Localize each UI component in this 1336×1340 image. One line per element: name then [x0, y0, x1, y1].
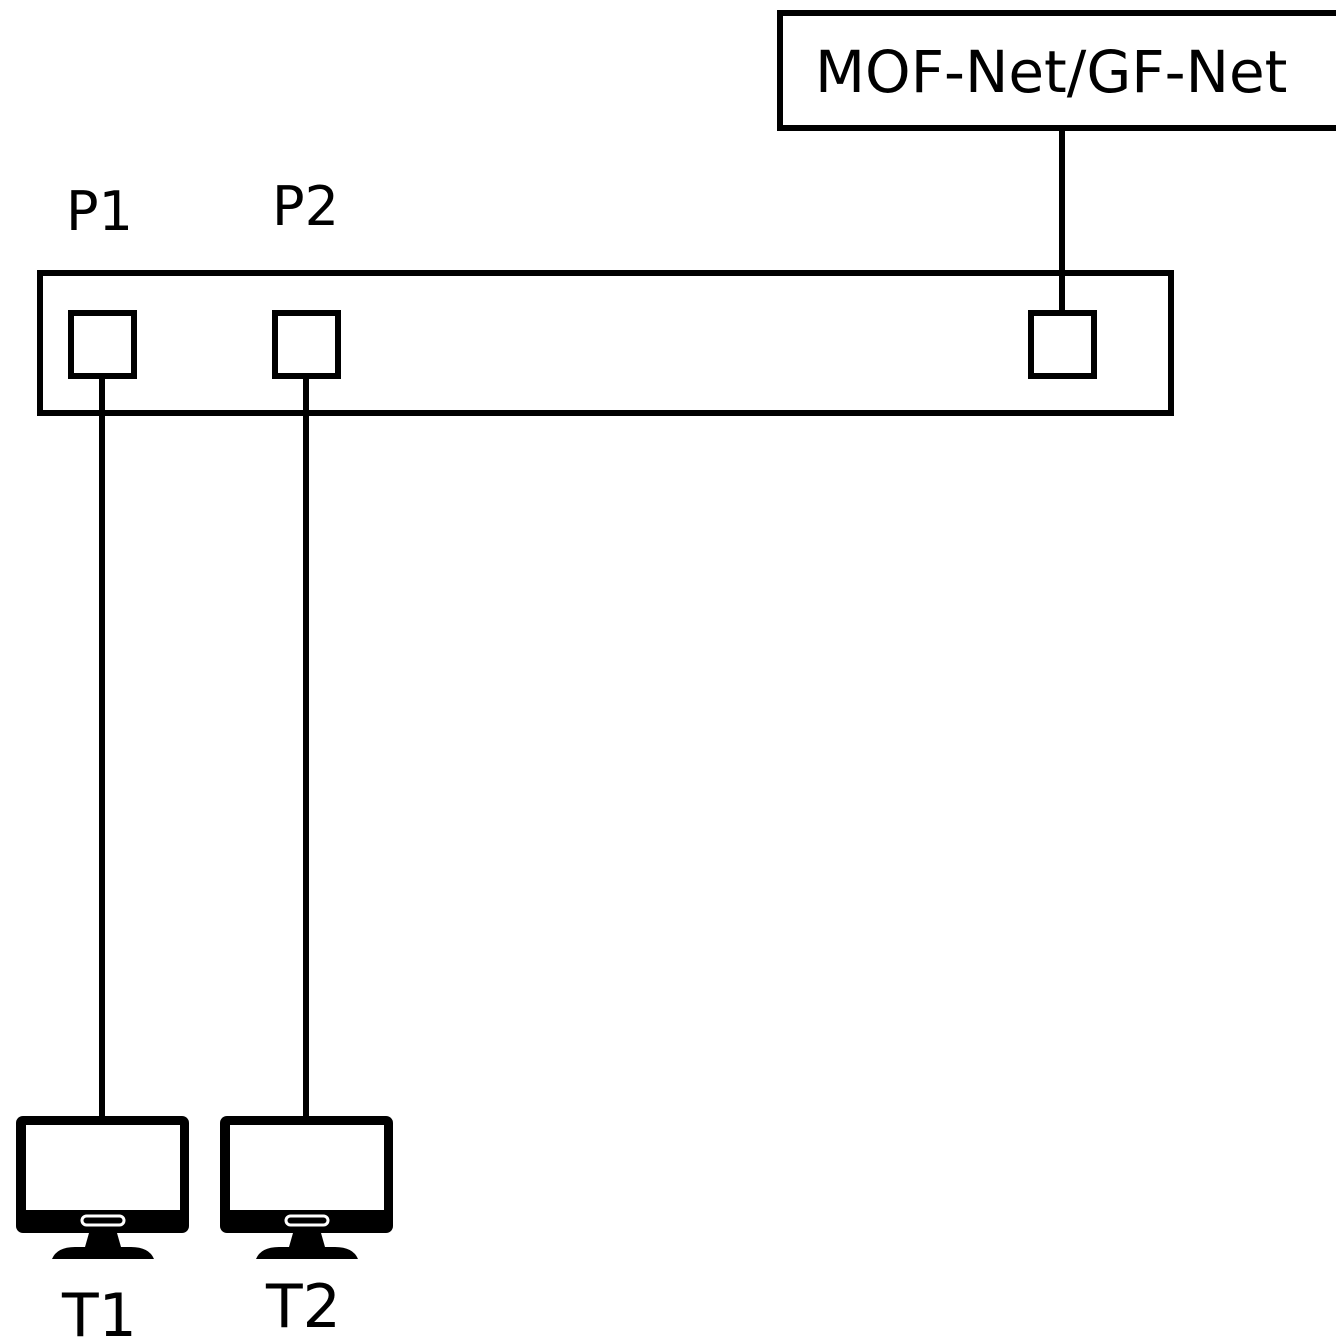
- switch-panel: [37, 270, 1174, 416]
- terminal-label-t2: T2: [265, 1272, 341, 1340]
- network-node: MOF-Net/GF-Net: [777, 10, 1336, 131]
- port-label-p1: P1: [66, 180, 133, 243]
- monitor-icon: [220, 1116, 393, 1259]
- network-box: [777, 10, 1336, 131]
- monitor-icon: [16, 1116, 189, 1259]
- terminal-label-t1: T1: [61, 1281, 137, 1340]
- port-label-p2: P2: [272, 175, 339, 238]
- network-label: MOF-Net/GF-Net: [815, 38, 1287, 106]
- port-p1: [68, 310, 137, 379]
- port-uplink: [1028, 310, 1097, 379]
- port-p2: [272, 310, 341, 379]
